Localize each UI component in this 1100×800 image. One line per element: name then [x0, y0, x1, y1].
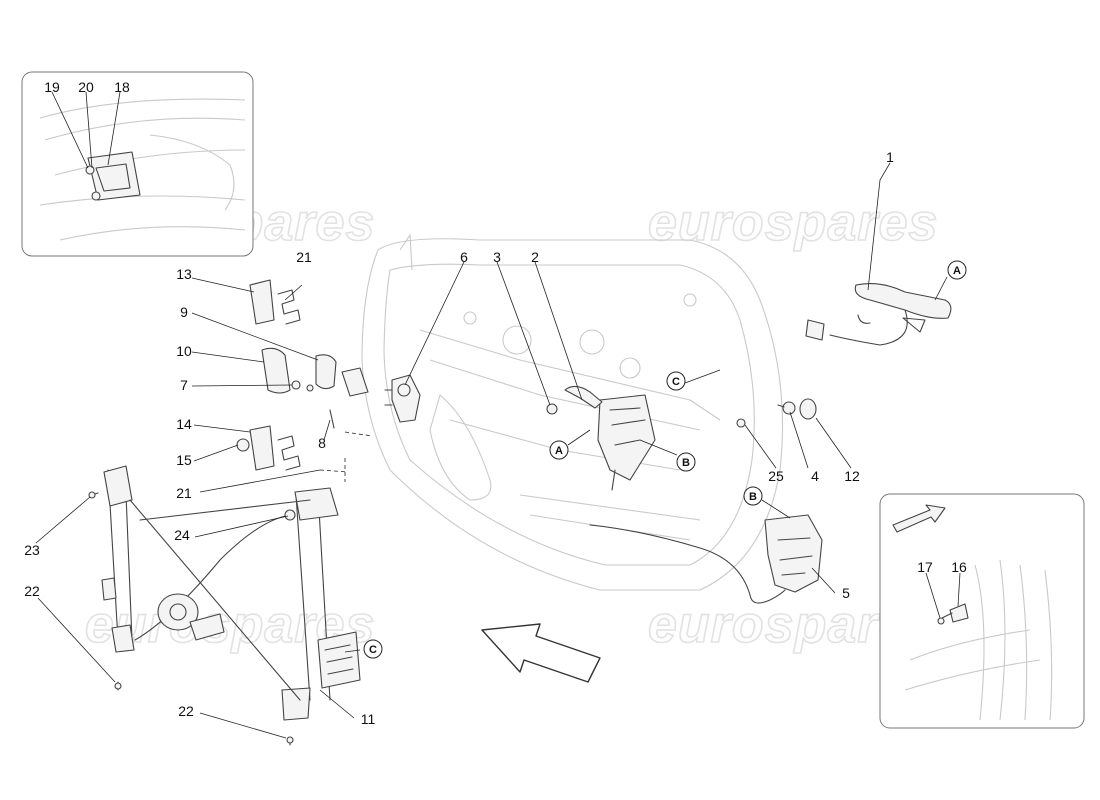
part-number-labels: 19 20 18 1 2 3 6 21 13 9 10 7 8 14 15 21…	[24, 79, 967, 727]
callout-a	[549, 440, 569, 460]
part-number-21: 21	[296, 249, 312, 265]
part-check-strap	[384, 374, 421, 423]
part-number-8: 8	[318, 435, 326, 451]
part-number-5: 5	[842, 585, 850, 601]
part-number-11: 11	[361, 711, 376, 727]
callout-b	[676, 452, 696, 472]
part-number-24: 24	[174, 527, 190, 543]
direction-arrow	[481, 623, 601, 683]
part-number-19: 19	[44, 79, 60, 95]
callout-c-label: C	[369, 644, 377, 656]
part-grommet-cap	[736, 398, 817, 428]
part-number-14: 14	[176, 416, 192, 432]
part-hinge-hardware	[236, 279, 373, 482]
callout-c-label: C	[672, 376, 680, 388]
part-number-22: 22	[24, 583, 40, 599]
callout-b-label: B	[682, 457, 690, 469]
part-lock-actuator	[589, 514, 823, 604]
callout-c	[363, 639, 383, 659]
inset-striker	[879, 493, 1085, 729]
part-number-4: 4	[811, 468, 819, 484]
watermarks: eurospares eurospares eurospares eurospa…	[84, 193, 938, 655]
inset-interior-handle	[21, 71, 254, 257]
callout-a-label: A	[555, 445, 563, 457]
part-number-23: 23	[24, 542, 40, 558]
part-number-3: 3	[493, 249, 501, 265]
part-number-2: 2	[531, 249, 539, 265]
callout-a	[947, 260, 967, 280]
callout-c	[666, 371, 686, 391]
watermark: eurospares	[648, 194, 938, 252]
part-window-regulator	[88, 465, 361, 746]
leader-lines	[35, 91, 961, 739]
part-number-25: 25	[768, 468, 784, 484]
part-number-15: 15	[176, 452, 192, 468]
part-exterior-handle	[805, 283, 952, 346]
callout-b-label: B	[749, 491, 757, 503]
callout-a-label: A	[953, 265, 961, 277]
part-number-17: 17	[917, 559, 933, 575]
part-number-20: 20	[78, 79, 94, 95]
part-number-6: 6	[460, 249, 468, 265]
part-number-18: 18	[114, 79, 130, 95]
callouts: A A B B C C	[363, 260, 967, 659]
part-number-13: 13	[176, 266, 192, 282]
part-number-9: 9	[180, 304, 188, 320]
part-number-21: 21	[176, 485, 192, 501]
callout-b	[743, 486, 763, 506]
door-panel	[361, 234, 783, 591]
part-number-12: 12	[844, 468, 860, 484]
part-lock-mechanism	[546, 385, 656, 491]
part-number-1: 1	[886, 149, 894, 165]
inset-frame	[879, 493, 1085, 729]
direction-arrow-small	[892, 504, 946, 533]
part-number-7: 7	[180, 377, 188, 393]
part-number-16: 16	[951, 559, 967, 575]
part-number-10: 10	[176, 343, 192, 359]
part-number-22: 22	[178, 703, 194, 719]
